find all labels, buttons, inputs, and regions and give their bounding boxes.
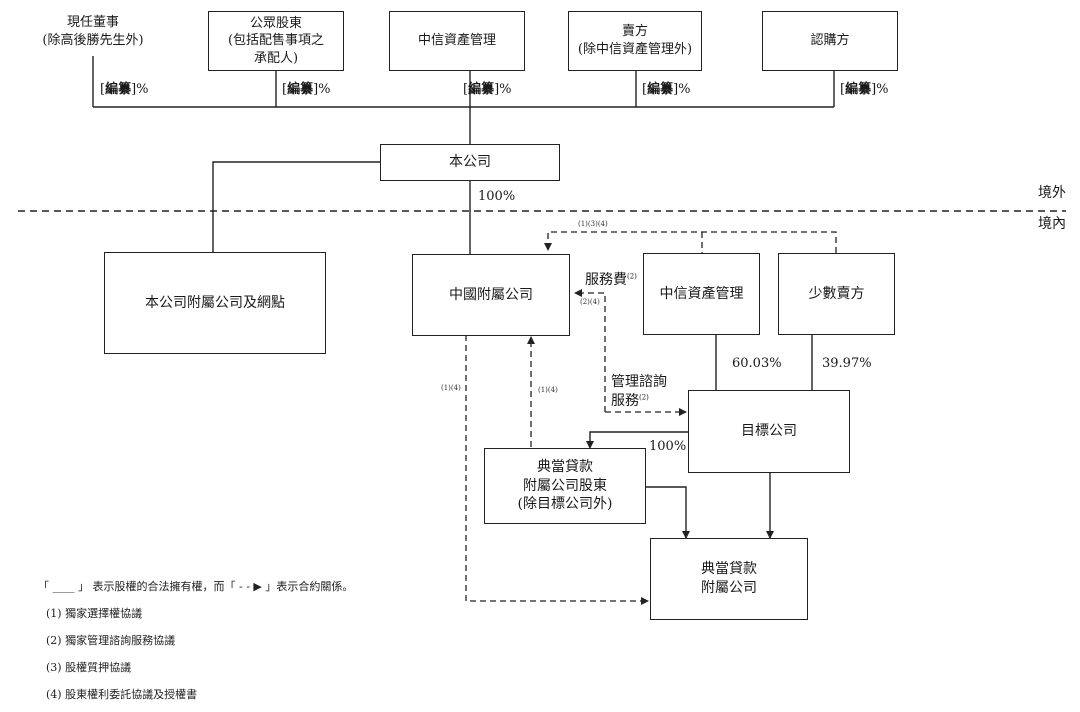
- pawn-shareholders-box: 典當貸款 附屬公司股東 (除目標公司外): [484, 448, 646, 524]
- china-subsidiary-box: 中國附屬公司: [412, 254, 570, 336]
- pct-placeholder-3: [編纂]%: [463, 82, 512, 97]
- public-shareholders-box: 公眾股東 (包括配售事項之 承配人): [208, 11, 344, 71]
- pawn-subsidiary-box: 典當貸款 附屬公司: [650, 538, 808, 620]
- contract-note-top: (1)(3)(4): [578, 220, 608, 228]
- pct-placeholder-4: [編纂]%: [642, 82, 691, 97]
- contract-line: [574, 289, 606, 412]
- ownership-arrow: [646, 486, 690, 539]
- company-subsidiaries-box: 本公司附屬公司及網點: [104, 252, 326, 354]
- contract-line: [544, 231, 837, 253]
- citic-asset-mgmt-box: 中信資產管理: [643, 253, 760, 335]
- mgmt-consult-label: 管理諮詢 服務(2): [611, 374, 667, 409]
- contract-line: [465, 335, 649, 605]
- minority-sellers-box: 少數賣方: [778, 253, 895, 335]
- contract-note-right: (2)(4): [580, 298, 600, 306]
- contract-note-left-down: (1)(4): [441, 384, 461, 392]
- pct-placeholder-1: [編纂]%: [100, 82, 149, 97]
- legend-item-4: (4) 股東權利委託協議及授權書: [46, 688, 198, 701]
- contract-note-up: (1)(4): [538, 386, 558, 394]
- pct-100-target-label: 100%: [649, 439, 687, 454]
- offshore-label: 境外: [1038, 185, 1066, 201]
- legend-item-2: (2) 獨家管理諮詢服務協議: [46, 634, 176, 647]
- pct-39-label: 39.97%: [822, 356, 872, 371]
- ownership-arrow: [586, 431, 688, 449]
- pct-placeholder-2: [編纂]%: [282, 82, 331, 97]
- subscriber-box: 認購方: [762, 11, 898, 71]
- target-company-box: 目標公司: [688, 390, 850, 473]
- current-directors-label: 現任董事 (除高後勝先生外): [42, 15, 144, 48]
- company-box: 本公司: [380, 144, 560, 181]
- onshore-label: 境內: [1038, 216, 1066, 232]
- pct-60-label: 60.03%: [732, 356, 782, 371]
- pct-100-company: 100%: [478, 189, 516, 204]
- legend-explanation: 「 ____ 」 表示股權的合法擁有權，而「 - - ▶ 」表示合約關係。: [38, 580, 354, 593]
- legend-item-3: (3) 股權質押協議: [46, 661, 132, 674]
- ownership-line: [212, 161, 380, 252]
- legend-item-1: (1) 獨家選擇權協議: [46, 607, 143, 620]
- pct-placeholder-5: [編纂]%: [840, 82, 889, 97]
- service-fee-label: 服務費(2): [585, 272, 637, 288]
- citic-asset-mgmt-top-box: 中信資產管理: [389, 11, 525, 71]
- sellers-box: 賣方 (除中信資產管理外): [568, 11, 702, 71]
